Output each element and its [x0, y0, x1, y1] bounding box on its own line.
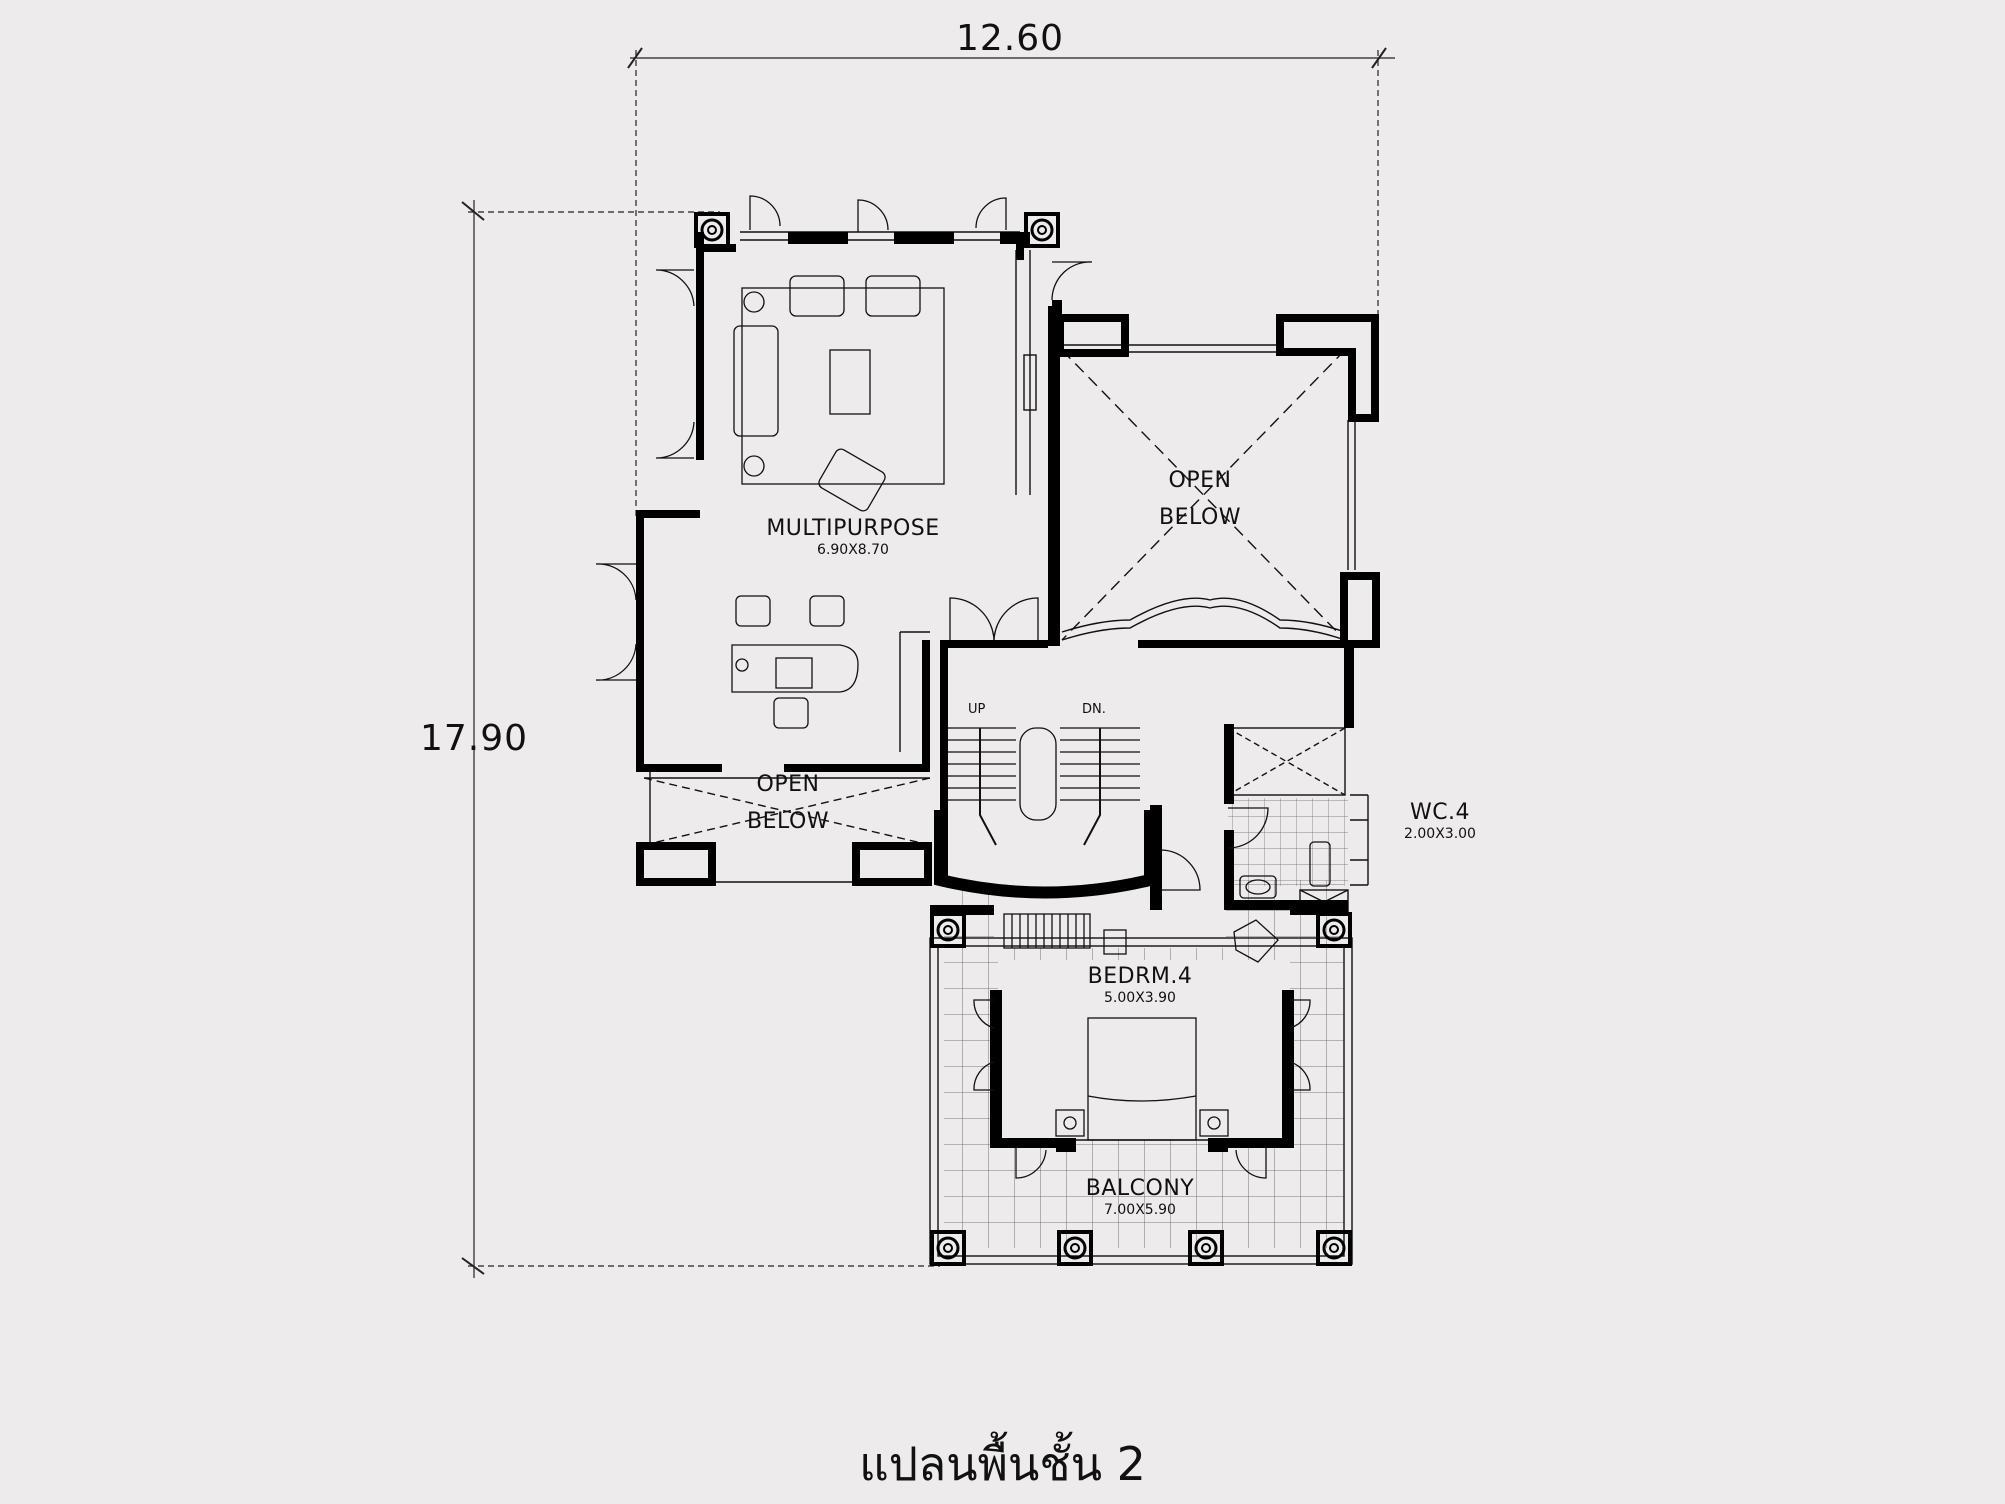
columns — [694, 212, 1352, 1266]
room-balcony: BALCONY 7.00X5.90 — [1086, 1176, 1194, 1218]
room-size: 7.00X5.90 — [1104, 1202, 1176, 1218]
stair-up-label: UP — [968, 702, 986, 717]
room-name: OPEN — [1168, 468, 1232, 493]
room-name-line2: BELOW — [1158, 505, 1242, 530]
plan-title: แปลนพื้นชั้น 2 — [859, 1437, 1146, 1491]
doors — [595, 195, 1311, 1179]
stair-down-label: DN. — [1082, 702, 1106, 717]
room-open-below-top: OPEN BELOW — [1159, 468, 1241, 530]
room-name: WC.4 — [1409, 800, 1471, 825]
dimension-lines — [461, 47, 1395, 1278]
room-multipurpose: MULTIPURPOSE 6.90X8.70 — [766, 516, 939, 558]
room-open-below-left: OPEN BELOW — [747, 772, 829, 834]
room-size: 6.90X8.70 — [817, 542, 889, 558]
room-size: 5.00X3.90 — [1104, 990, 1176, 1006]
furniture — [731, 275, 1331, 1141]
room-name: BEDRM.4 — [1087, 964, 1193, 989]
width-dimension: 12.60 — [956, 18, 1065, 59]
depth-dimension: 17.90 — [420, 718, 529, 759]
room-name: OPEN — [756, 772, 820, 797]
room-name-line2: BELOW — [746, 809, 830, 834]
room-name: MULTIPURPOSE — [766, 516, 940, 541]
room-name: BALCONY — [1085, 1176, 1195, 1201]
room-bedrm4: BEDRM.4 5.00X3.90 — [1088, 964, 1193, 1006]
balcony-floor — [944, 880, 1344, 1248]
room-size: 2.00X3.00 — [1404, 826, 1476, 842]
room-wc4: WC.4 2.00X3.00 — [1404, 800, 1476, 842]
